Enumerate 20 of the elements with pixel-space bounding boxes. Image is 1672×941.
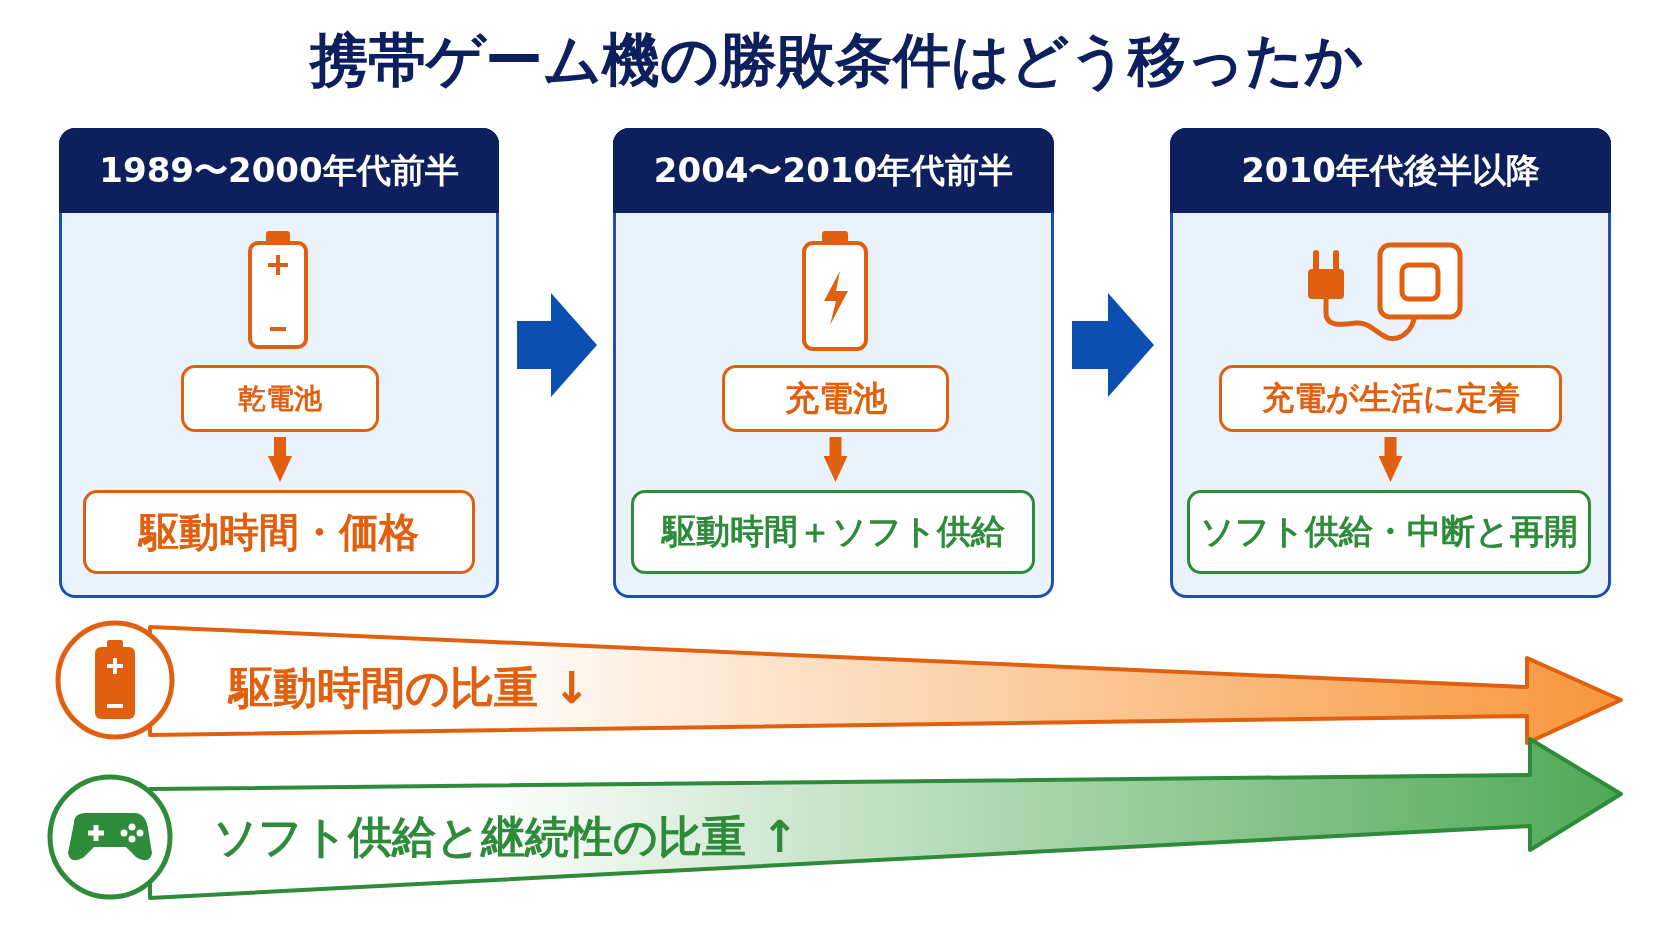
trend-label: 駆動時間の比重 ↓	[229, 661, 591, 715]
title: 携帯ゲーム機の勝敗条件はどう移ったか	[308, 25, 1364, 96]
label-box: 充電が生活に定着	[1219, 365, 1562, 432]
panel-heading: 2004〜2010年代前半	[613, 128, 1054, 213]
period-panel	[1170, 128, 1611, 598]
panel-heading: 1989〜2000年代前半	[59, 128, 499, 213]
arrow	[1378, 437, 1403, 482]
trend-label: ソフト供給と継続性の比重 ↑	[213, 810, 799, 864]
period-panel	[613, 128, 1054, 598]
arrow	[268, 437, 292, 482]
label-box: 乾電池	[181, 365, 379, 432]
arrow	[823, 437, 848, 482]
period-panel	[59, 128, 499, 598]
arrow	[517, 293, 597, 397]
label-box: 駆動時間・価格	[83, 490, 475, 574]
arrow	[1072, 293, 1154, 397]
panel-heading: 2010年代後半以降	[1170, 128, 1611, 213]
result-box: 駆動時間＋ソフト供給	[631, 490, 1035, 574]
label-box: 充電池	[722, 365, 949, 432]
result-box: ソフト供給・中断と再開	[1187, 490, 1591, 574]
